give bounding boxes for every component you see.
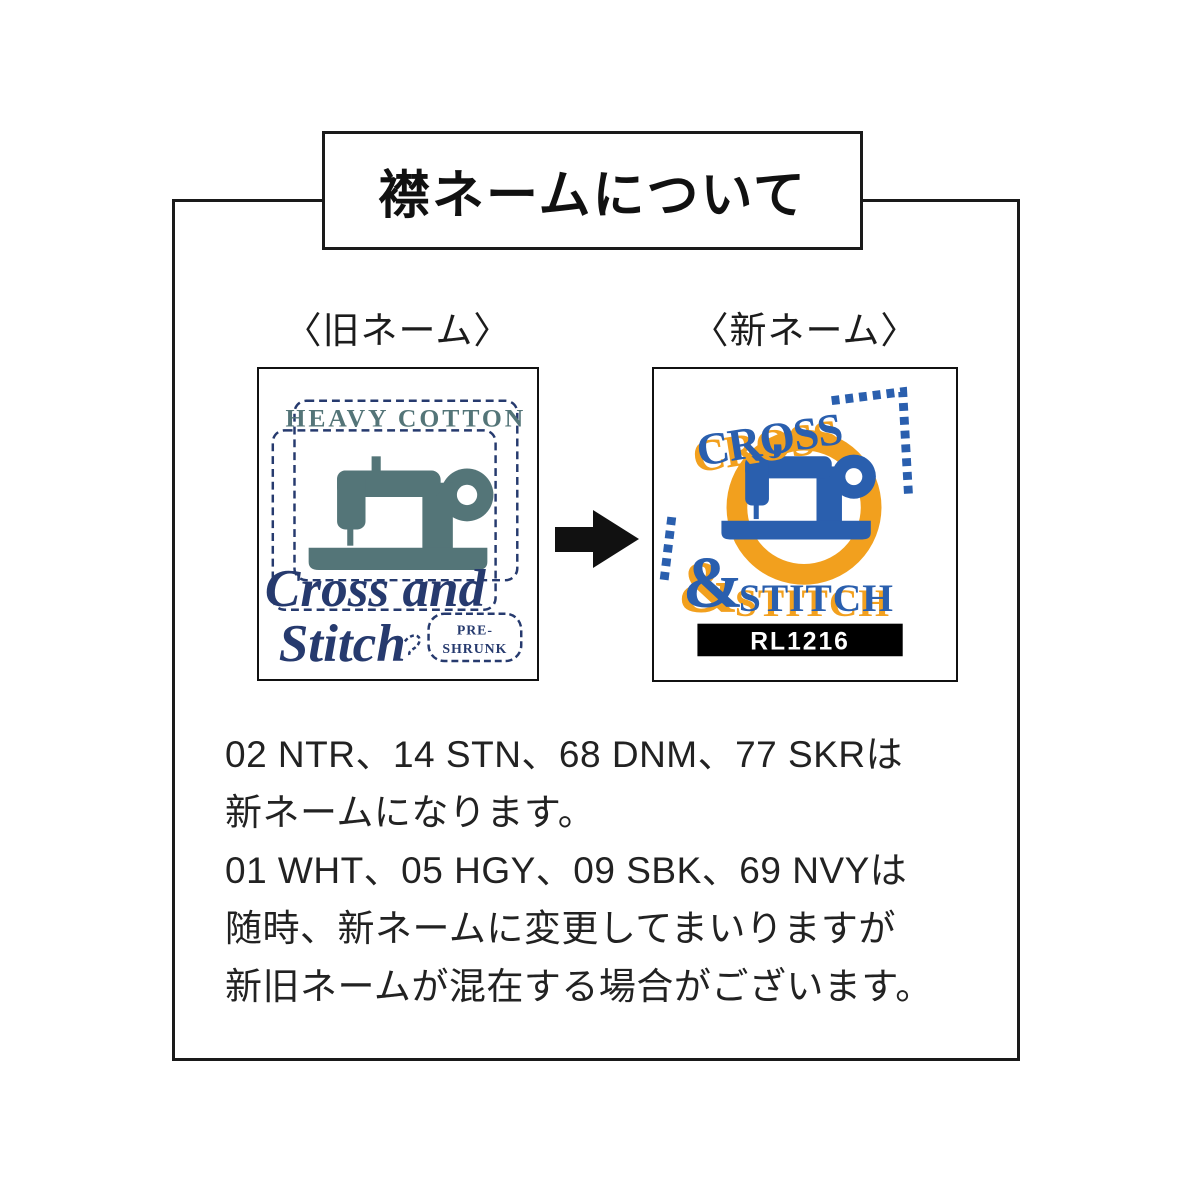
old-sewing-machine-icon [308, 456, 494, 571]
section-title-box: 襟ネームについて [322, 131, 863, 250]
old-label-graphic: HEAVY COTTON Cross and Stitch PRE- SHRUN… [265, 399, 526, 673]
thread-squiggle-icon [403, 634, 421, 657]
old-dashed-frame-inner [271, 429, 497, 611]
note-line: 随時、新ネームに変更してまいりますが [225, 908, 896, 949]
note-line: 新旧ネームが混在する場合がございます。 [225, 966, 933, 1007]
new-label-graphic: CROSS CROSS & & STITCH STITCH RL1216 [659, 386, 914, 657]
new-label-image: CROSS CROSS & & STITCH STITCH RL1216 [652, 367, 958, 682]
note-line: 01 WHT、05 HGY、09 SBK、69 NVYは [225, 850, 908, 891]
cross-wordmark: CROSS CROSS [689, 404, 845, 483]
arrow-right-icon [555, 510, 639, 568]
stitch-corner-icon [831, 386, 914, 498]
old-script-line1: Cross and [265, 559, 487, 618]
preshrunk-line1: PRE- [457, 622, 493, 637]
stitch-text-shadow: STITCH [735, 581, 890, 625]
preshrunk-line2: SHRUNK [442, 641, 507, 656]
stitch-text: STITCH [739, 576, 894, 620]
notes-paragraph: 02 NTR、14 STN、68 DNM、77 SKRは 新ネームになります。 … [225, 726, 1015, 1016]
new-name-heading: 〈新ネーム〉 [691, 310, 919, 351]
stitch-mark-left-icon [659, 516, 677, 583]
orange-ring [726, 429, 882, 585]
product-code-bar [697, 623, 903, 657]
old-label-image: HEAVY COTTON Cross and Stitch PRE- SHRUN… [257, 367, 539, 681]
note-line: 新ネームになります。 [225, 792, 596, 833]
section-title: 襟ネームについて [378, 167, 807, 225]
ampersand-shadow: & [678, 547, 739, 628]
old-dashed-frame-outer [293, 399, 519, 582]
product-code-text: RL1216 [750, 628, 850, 655]
ampersand-text: & [683, 542, 744, 623]
old-script-line2: Stitch [279, 614, 406, 673]
old-brand-text: HEAVY COTTON [285, 403, 526, 432]
note-line: 02 NTR、14 STN、68 DNM、77 SKRは [225, 734, 904, 775]
old-name-heading: 〈旧ネーム〉 [284, 310, 512, 351]
preshrunk-tag [427, 612, 523, 663]
